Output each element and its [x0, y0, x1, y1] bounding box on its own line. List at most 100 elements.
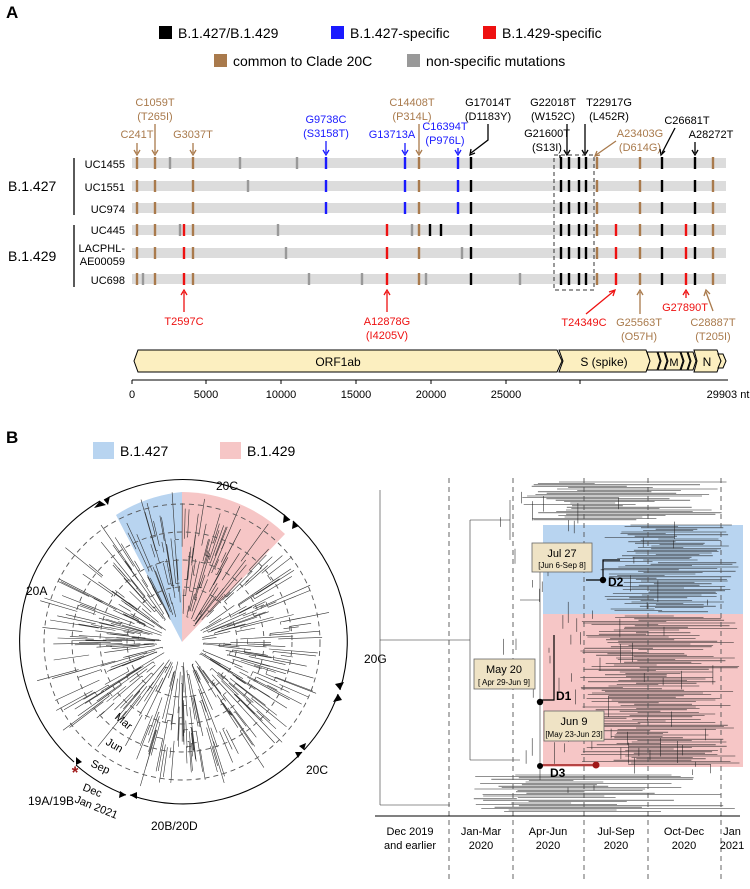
- mutation-tick: [417, 224, 421, 236]
- node-d1-label: D1: [556, 689, 572, 703]
- mutation-label: G17014T: [465, 97, 511, 109]
- spike-cluster-box: [553, 154, 595, 291]
- mutation-tick: [693, 247, 697, 259]
- mutation-tick: [559, 224, 563, 236]
- mutation-tick: [428, 224, 432, 236]
- mutation-label: G13713A: [369, 129, 416, 141]
- mutation-tick: [684, 224, 688, 236]
- mutation-tick: [584, 202, 588, 214]
- mutation-label: G9738C: [306, 114, 347, 126]
- genome-tick-label: 25000: [491, 389, 522, 401]
- mutation-label: (P976L): [425, 135, 464, 147]
- panel-b-label: B: [6, 428, 18, 447]
- mutation-tick: [456, 157, 460, 169]
- mutation-tick: [595, 273, 599, 285]
- mutation-tick: [135, 180, 139, 192]
- gene-m: [664, 351, 684, 371]
- sample-track: [132, 181, 726, 191]
- mutation-tick: [567, 224, 571, 236]
- mutation-tick: [135, 247, 139, 259]
- mutation-tick: [324, 180, 328, 192]
- mutation-tick: [191, 224, 195, 236]
- mutation-tick: [135, 224, 139, 236]
- mutation-tick: [153, 202, 157, 214]
- node-d1-date: May 20: [486, 664, 522, 676]
- mutation-tick: [577, 202, 581, 214]
- sample-label: LACPHL-: [79, 243, 126, 255]
- node-d2-range: [Jun 6-Sep 8]: [538, 561, 586, 570]
- time-tree: Jul 27 [Jun 6-Sep 8] D2 May 20 [ Apr 29-…: [375, 478, 744, 880]
- mutation-label: G21600T: [524, 128, 570, 140]
- mutation-label: (S13I): [532, 142, 562, 154]
- mutation-tick: [191, 157, 195, 169]
- mutation-tick: [638, 202, 642, 214]
- mutation-label: A12878G: [364, 316, 410, 328]
- mutation-label: A28272T: [689, 129, 734, 141]
- mutation-tick: [417, 273, 421, 285]
- mutation-tick: [584, 157, 588, 169]
- mutation-tick: [385, 224, 389, 236]
- clade-label: 20G: [364, 652, 387, 666]
- mutation-tick: [417, 247, 421, 259]
- mutation-label: T2597C: [164, 316, 203, 328]
- mutation-tick: [153, 273, 157, 285]
- mutation-tick: [693, 157, 697, 169]
- mutation-tick: [711, 202, 715, 214]
- mutation-label: C241T: [120, 129, 153, 141]
- panel-a-legend: B.1.427/B.1.429 B.1.427-specific B.1.429…: [159, 25, 602, 69]
- mutation-tick: [417, 157, 421, 169]
- mutation-label: G27890T: [662, 302, 708, 314]
- clade-label: 19A/19B: [28, 794, 74, 808]
- mutation-label: G3037T: [173, 129, 213, 141]
- mutation-tick: [153, 247, 157, 259]
- time-axis-label: Jan: [723, 826, 741, 838]
- mutation-tick: [153, 180, 157, 192]
- mutation-label: (D1183Y): [465, 111, 511, 123]
- mutation-tick: [660, 273, 664, 285]
- mutation-tick: [567, 202, 571, 214]
- mutation-tick: [614, 273, 618, 285]
- mutation-label: (O57H): [621, 331, 657, 343]
- mutation-tick: [660, 202, 664, 214]
- mutation-label: T22917G: [586, 97, 632, 109]
- mutation-tick: [182, 273, 186, 285]
- mutation-label: (I4205V): [366, 330, 408, 342]
- mutation-tick: [403, 157, 407, 169]
- legend-label-b1429: B.1.429-specific: [502, 25, 602, 41]
- sample-label: UC698: [91, 275, 125, 287]
- mutation-label: G22018T: [530, 97, 576, 109]
- node-d2-label: D2: [608, 575, 624, 589]
- mutation-tick: [246, 180, 250, 192]
- mutation-tick: [638, 180, 642, 192]
- mutation-tick: [417, 202, 421, 214]
- mutation-tick: [577, 157, 581, 169]
- legend-label-nonspecific: non-specific mutations: [426, 53, 565, 69]
- legend-label-b1427-tree: B.1.427: [120, 443, 168, 459]
- mutation-tick: [191, 180, 195, 192]
- bottom-mutation-labels: T2597C A12878G (I4205V) T24349C G25563T …: [164, 302, 735, 343]
- mutation-label: G25563T: [616, 317, 662, 329]
- mutation-label: C26681T: [664, 115, 710, 127]
- mutation-tick: [638, 157, 642, 169]
- mutation-tick: [456, 180, 460, 192]
- mutation-tick: [559, 180, 563, 192]
- top-mutation-labels: C241T C1059T (T265I) G3037T G9738C (S315…: [120, 97, 733, 154]
- mutation-tick: [469, 157, 473, 169]
- mutation-tick: [584, 247, 588, 259]
- legend-swatch-b1427-tree: [93, 442, 114, 459]
- genome-tracks: [132, 157, 726, 285]
- mutation-tick: [182, 247, 186, 259]
- mutation-tick: [153, 157, 157, 169]
- mutation-tick: [469, 180, 473, 192]
- mutation-label: (S3158T): [303, 128, 349, 140]
- genome-tick-label: 5000: [194, 389, 218, 401]
- panel-a-label: A: [6, 3, 18, 22]
- mutation-label: (W152C): [531, 111, 575, 123]
- mutation-label: (P314L): [392, 111, 431, 123]
- sample-track: [132, 274, 726, 284]
- mutation-tick: [567, 157, 571, 169]
- lineage-label-b1429: B.1.429: [8, 248, 56, 264]
- mutation-tick: [559, 273, 563, 285]
- time-axis-label: and earlier: [384, 840, 436, 852]
